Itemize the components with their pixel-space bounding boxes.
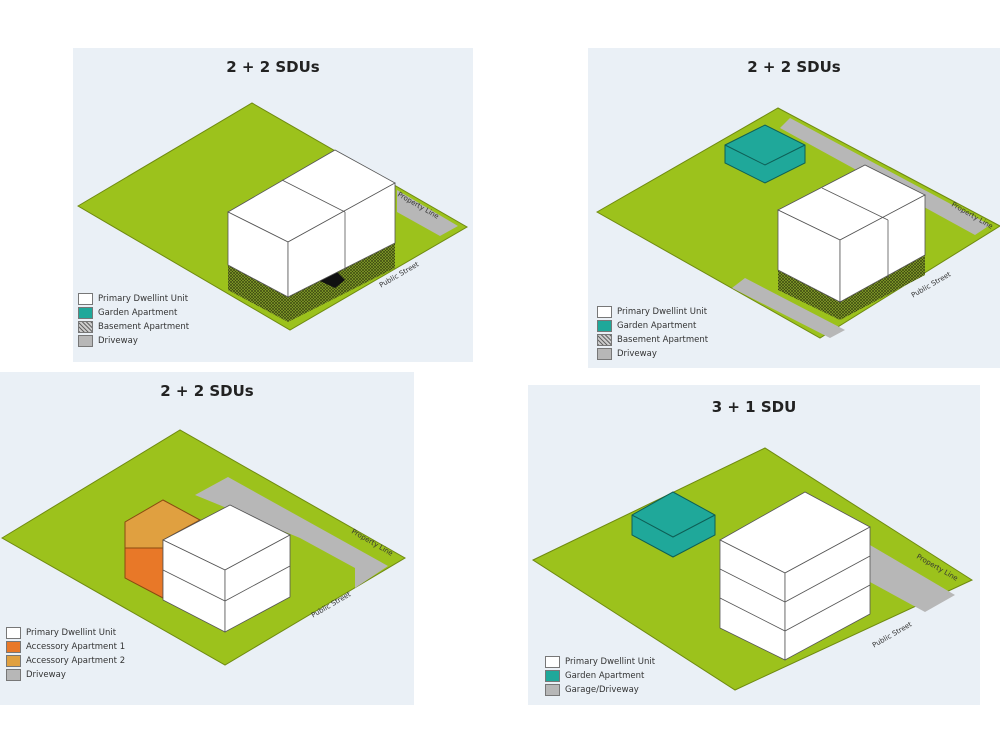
swatch-garden-apartment [545, 670, 560, 682]
panel-3-legend: Primary Dwellint Unit Accessory Apartmen… [6, 626, 125, 682]
swatch-accessory-apartment-1 [6, 641, 21, 653]
driveway [195, 477, 388, 588]
panel-1-title: 2 + 2 SDUs [226, 58, 320, 76]
legend-label: Garden Apartment [98, 308, 178, 318]
legend-label: Primary Dwellint Unit [565, 657, 656, 667]
primary-unit-right [839, 194, 926, 303]
legend-label: Garden Apartment [617, 321, 697, 331]
legend-label: Accessory Apartment 2 [26, 656, 126, 666]
legend-label: Basement Apartment [98, 322, 190, 332]
panel-3-title: 2 + 2 SDUs [160, 382, 254, 400]
legend-label: Driveway [98, 336, 138, 346]
panel-4-title: 3 + 1 SDU [711, 398, 797, 416]
swatch-primary-unit [545, 656, 560, 668]
legend-label: Primary Dwellint Unit [26, 628, 117, 638]
panel-3-drawing [0, 372, 414, 705]
legend-label: Primary Dwellint Unit [98, 294, 189, 304]
primary-unit-right [287, 182, 396, 298]
swatch-accessory-apartment-2 [6, 655, 21, 667]
panel-2-drawing [588, 48, 1000, 368]
swatch-garden-apartment [78, 307, 93, 319]
panel-4-drawing [528, 385, 980, 705]
swatch-primary-unit [78, 293, 93, 305]
driveway [732, 278, 845, 338]
panel-1-drawing [73, 48, 473, 362]
swatch-driveway [597, 348, 612, 360]
panel-4-legend: Primary Dwellint Unit Garden Apartment G… [545, 655, 655, 697]
legend-label: Primary Dwellint Unit [617, 307, 708, 317]
swatch-primary-unit [597, 306, 612, 318]
driveway [397, 190, 458, 236]
legend-label: Garden Apartment [565, 671, 645, 681]
garden-apartment [631, 491, 716, 558]
legend-label: Accessory Apartment 1 [26, 642, 126, 652]
swatch-garden-apartment [597, 320, 612, 332]
panel-2-legend: Primary Dwellint Unit Garden Apartment B… [597, 305, 708, 361]
swatch-basement-apartment [597, 334, 612, 346]
swatch-driveway [78, 335, 93, 347]
legend-label: Driveway [26, 670, 66, 680]
garage-driveway [870, 545, 955, 612]
legend-label: Garage/Driveway [565, 685, 639, 695]
basement-apartment [778, 255, 925, 320]
swatch-basement-apartment [78, 321, 93, 333]
legend-label: Basement Apartment [617, 335, 709, 345]
swatch-garage-driveway [545, 684, 560, 696]
legend-label: Driveway [617, 349, 657, 359]
swatch-driveway [6, 669, 21, 681]
garden-apartment [724, 124, 806, 184]
panel-1-legend: Primary Dwellint Unit Garden Apartment B… [78, 292, 189, 348]
panel-2-title: 2 + 2 SDUs [747, 58, 841, 76]
basement-apartment [228, 243, 395, 322]
swatch-primary-unit [6, 627, 21, 639]
